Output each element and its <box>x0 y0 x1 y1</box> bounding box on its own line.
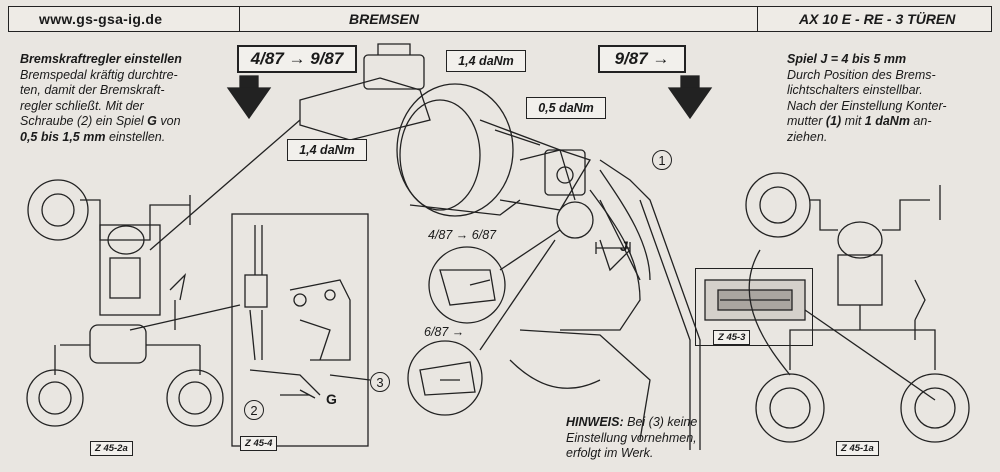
hinweis-text: Bei (3) keine <box>623 415 698 429</box>
header-bar: www.gs-gsa-ig.de BREMSEN AX 10 E - RE - … <box>8 6 992 32</box>
left-line: Bremspedal kräftig durchtre- <box>20 67 178 82</box>
right-text-fragment: mutter <box>787 114 826 128</box>
right-instructions: Spiel J = 4 bis 5 mm Durch Position des … <box>787 52 987 145</box>
site-url[interactable]: www.gs-gsa-ig.de <box>39 11 163 27</box>
callout-2: 2 <box>244 400 264 420</box>
figure-label: Z 45-1a <box>836 441 879 456</box>
regulator-section-frame <box>695 268 813 346</box>
hinweis-line: erfolgt im Werk. <box>566 446 654 460</box>
right-line: ziehen. <box>787 129 828 144</box>
period-label-late: 9/87 → <box>598 45 686 73</box>
leader-line <box>479 239 556 351</box>
leader-line <box>499 229 561 271</box>
torque-label: 1,4 daNm <box>287 139 367 161</box>
detail-period-label: 4/87 → 6/87 <box>428 228 497 242</box>
left-text-fragment: G <box>147 114 157 128</box>
left-brake-circuit <box>26 119 301 427</box>
down-arrow-icon <box>667 75 713 120</box>
j-label: J <box>620 238 628 254</box>
left-heading: Bremskraftregler einstellen <box>20 52 182 66</box>
torque-label: 1,4 daNm <box>446 50 526 72</box>
period-label-early: 4/87 → 9/87 <box>237 45 357 73</box>
detail-circle <box>428 246 506 324</box>
brake-booster-drawing <box>299 43 701 450</box>
hinweis-note: HINWEIS: Bei (3) keine Einstellung vorne… <box>566 415 746 462</box>
left-line: 0,5 bis 1,5 mm einstellen. <box>20 130 245 146</box>
right-text-fragment: mit <box>841 114 865 128</box>
right-line: mutter (1) mit 1 daNm an- <box>787 114 987 130</box>
detail-circle <box>407 340 483 416</box>
left-text-fragment: von <box>156 114 181 128</box>
left-text-fragment: 0,5 bis 1,5 mm <box>20 129 106 144</box>
regulator-detail-drawing <box>244 225 371 399</box>
hinweis-line: HINWEIS: Bei (3) keine <box>566 415 746 431</box>
right-text-fragment: (1) <box>825 114 842 128</box>
torque-label: 0,5 daNm <box>526 97 606 119</box>
right-text-fragment: an- <box>909 114 932 128</box>
j-dimension <box>595 242 631 254</box>
callout-1: 1 <box>652 150 672 170</box>
figure-label: Z 45-2a <box>90 441 133 456</box>
detail-drawing <box>439 269 496 306</box>
left-line: Schraube (2) ein Spiel G von <box>20 114 245 130</box>
left-instructions: Bremskraftregler einstellen Bremspedal k… <box>20 52 245 145</box>
right-line: Durch Position des Brems- <box>787 67 936 82</box>
detail-period-label: 6/87 → <box>424 325 465 339</box>
right-text-fragment: 1 daNm <box>864 114 910 128</box>
regulator-section-drawing <box>704 279 806 321</box>
right-brake-circuit <box>745 172 970 443</box>
hinweis-line: Einstellung vornehmen, <box>566 430 697 445</box>
section-title: BREMSEN <box>349 11 420 27</box>
left-line: ten, damit der Bremskraft- <box>20 83 165 97</box>
header-divider <box>757 7 758 31</box>
right-line: Nach der Einstellung Konter- <box>787 98 947 113</box>
g-label: G <box>326 391 337 407</box>
left-text-fragment: einstellen. <box>105 129 166 144</box>
detail-drawing <box>419 361 476 396</box>
left-text-fragment: Schraube (2) ein Spiel <box>20 114 148 128</box>
right-heading: Spiel J = 4 bis 5 mm <box>787 52 907 66</box>
left-line: regler schließt. Mit der <box>20 98 144 113</box>
figure-label: Z 45-3 <box>713 330 751 345</box>
header-divider <box>239 7 240 31</box>
figure-label: Z 45-4 <box>240 436 278 451</box>
model-title: AX 10 E - RE - 3 TÜREN <box>799 11 956 27</box>
down-arrow-icon <box>226 75 272 120</box>
right-line: lichtschalters einstellbar. <box>787 83 923 97</box>
pedal-drawing <box>509 189 651 441</box>
hinweis-label: HINWEIS: <box>566 415 624 429</box>
callout-3: 3 <box>370 372 390 392</box>
regulator-detail-frame <box>231 213 369 447</box>
